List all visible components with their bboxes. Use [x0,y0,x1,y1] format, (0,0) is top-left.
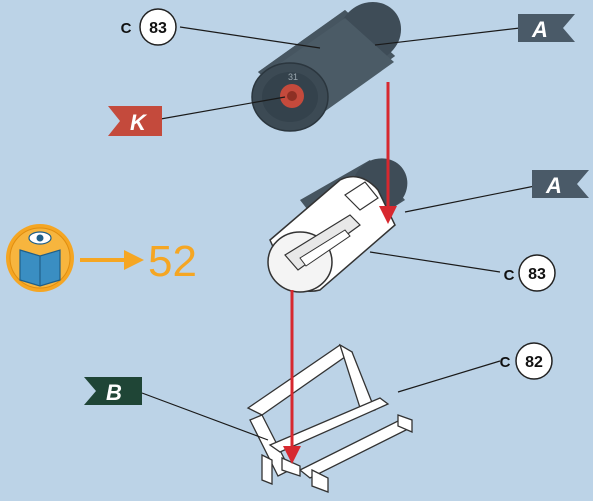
orange-arrow-icon [80,250,144,270]
flag-a-middle-label: A [545,173,562,198]
book-eye-icon [6,224,74,292]
callout-c83-top: C 83 [121,9,176,45]
callout-c83-middle-prefix: C [504,267,515,284]
callout-c82-prefix: C [500,354,511,371]
flag-a-middle: A [532,170,589,198]
callout-c82: C 82 [500,343,552,379]
page-reference-number: 52 [148,237,197,286]
page-reference: 52 [6,224,197,292]
flag-a-top: A [518,14,575,42]
flag-b: B [84,377,142,405]
cap-mark: 31 [288,72,298,82]
callout-c83-top-prefix: C [121,20,132,37]
callout-c83-top-number: 83 [149,20,167,37]
flag-k: K [108,106,162,136]
callout-c83-middle-number: 83 [528,266,546,283]
flag-k-label: K [130,110,148,135]
callout-c83-middle: C 83 [504,255,555,291]
callout-c82-number: 82 [525,354,543,371]
flag-a-top-label: A [531,17,548,42]
flag-b-label: B [106,380,122,405]
white-cylinder-holder [268,148,418,292]
white-frame-part [248,345,412,492]
